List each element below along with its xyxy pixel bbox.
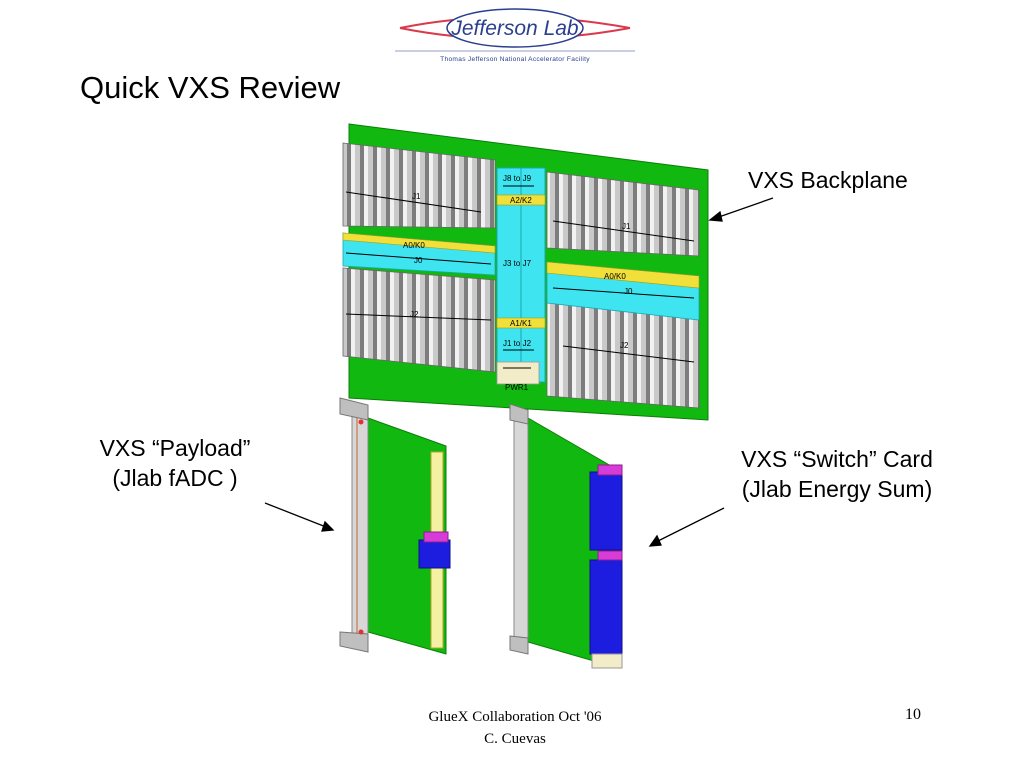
backplane-callout-arrow — [715, 197, 774, 219]
center-a2k2-key — [496, 194, 546, 206]
right-a0k0-label: A0/K0 — [604, 272, 626, 281]
center-a1k1-label: A1/K1 — [510, 319, 532, 328]
center-j8j9-label: J8 to J9 — [503, 174, 532, 183]
center-a2k2-label: A2/K2 — [510, 196, 532, 205]
footer-line2: C. Cuevas — [484, 731, 546, 747]
payload-callout-arrow — [264, 502, 327, 528]
logo-wordmark: Jefferson Lab — [450, 17, 579, 40]
left-j2-connectors — [342, 267, 496, 373]
payload-label-line1: VXS “Payload” — [99, 435, 251, 461]
left-j1-connectors — [342, 142, 496, 229]
payload-card — [339, 397, 451, 655]
backplane-label: VXS Backplane — [748, 167, 908, 193]
switch-callout-arrow — [655, 507, 725, 543]
left-a0k0-label: A0/K0 — [403, 241, 425, 250]
footer-line1: GlueX Collaboration Oct '06 — [428, 709, 602, 725]
center-j3j7-label: J3 to J7 — [503, 259, 532, 268]
right-j0-label: J0 — [624, 287, 633, 296]
right-j1-label: J1 — [622, 222, 631, 231]
page-number: 10 — [905, 706, 921, 723]
switch-card — [509, 403, 623, 669]
left-j1-label: J1 — [412, 192, 421, 201]
payload-label-line2: (Jlab fADC ) — [112, 465, 238, 491]
payload-label: VXS “Payload” (Jlab fADC ) — [80, 433, 270, 493]
center-a1k1-key — [496, 317, 546, 329]
switch-label-line1: VXS “Switch” Card — [741, 446, 933, 472]
slide-footer: GlueX Collaboration Oct '06 C. Cuevas — [380, 706, 650, 750]
pwr1-connector — [496, 361, 540, 385]
vxs-backplane: J1 A0/K0 J0 J2 J8 to J9 A2/K2 J3 to J7 A… — [342, 123, 709, 421]
center-j1j2-label: J1 to J2 — [503, 339, 532, 348]
right-j1-connectors — [546, 171, 700, 257]
right-a0k0-key — [546, 261, 700, 289]
switch-label-line2: (Jlab Energy Sum) — [741, 476, 933, 502]
right-j2-connectors — [546, 301, 700, 409]
center-pwr1-label: PWR1 — [505, 383, 529, 392]
slide-title: Quick VXS Review — [80, 70, 341, 105]
right-j2-label: J2 — [620, 341, 629, 350]
left-j2-label: J2 — [410, 310, 419, 319]
left-j0-label: J0 — [414, 256, 423, 265]
left-a0k0-key — [342, 232, 496, 254]
switch-label: VXS “Switch” Card (Jlab Energy Sum) — [712, 444, 962, 504]
jefferson-lab-logo: Jefferson Lab Thomas Jefferson National … — [390, 4, 640, 66]
logo-subtitle: Thomas Jefferson National Accelerator Fa… — [440, 56, 590, 63]
